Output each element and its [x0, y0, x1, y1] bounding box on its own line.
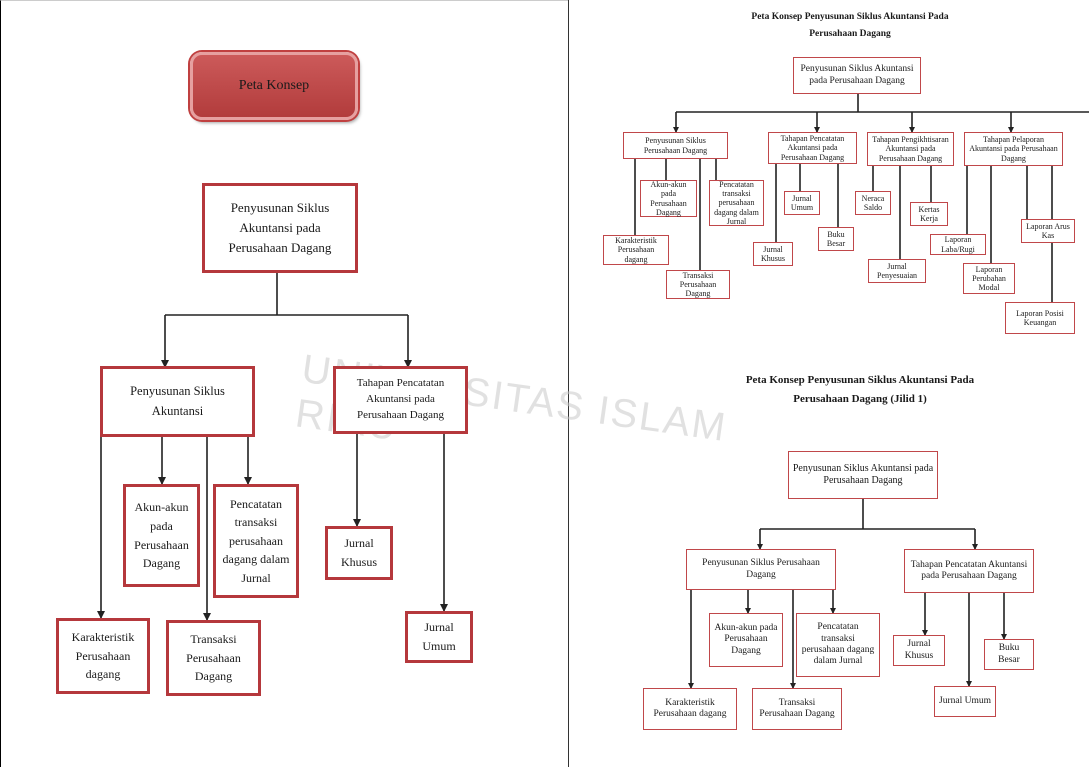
panel-divider: [568, 0, 569, 767]
left-branch-tahapan-box: Tahapan Pencatatan Akuntansi pada Perusa…: [333, 366, 468, 434]
tr-b1-text: Penyusunan Siklus Perusahaan Dagang: [643, 136, 708, 155]
br-akun-text: Akun-akun pada Perusahaan Dagang: [714, 622, 778, 656]
left-karakteristik-text: Karakteristik Perusahaan dagang: [71, 630, 135, 682]
left-transaksi-box: Transaksi Perusahaan Dagang: [166, 620, 261, 696]
tr-buku-besar-box: Buku Besar: [818, 227, 854, 251]
tr-buku-besar-text: Buku Besar: [826, 229, 846, 248]
br-root-box: Penyusunan Siklus Akuntansi pada Perusah…: [788, 451, 938, 499]
left-root-text: Penyusunan Siklus Akuntansi pada Perusah…: [228, 199, 332, 256]
tr-transaksi-box: Transaksi Perusahaan Dagang: [666, 270, 730, 299]
left-karakteristik-box: Karakteristik Perusahaan dagang: [56, 618, 150, 694]
tr-kertas-kerja-text: Kertas Kerja: [918, 204, 940, 223]
br-root-text: Penyusunan Siklus Akuntansi pada Perusah…: [792, 463, 934, 486]
tr-kertas-kerja-box: Kertas Kerja: [910, 202, 948, 226]
br-jurnal-umum-text: Jurnal Umum: [939, 695, 991, 706]
bottom-right-title-line2: Perusahaan Dagang (Jilid 1): [793, 393, 927, 405]
br-b2-text: Tahapan Pencatatan Akuntansi pada Perusa…: [910, 559, 1028, 581]
left-root-box: Penyusunan Siklus Akuntansi pada Perusah…: [202, 183, 358, 273]
tr-jurnal-penyesuaian-box: Jurnal Penyesuaian: [868, 259, 926, 283]
br-karakteristik-text: Karakteristik Perusahaan dagang: [653, 697, 727, 719]
left-jurnal-umum-text: Jurnal Umum: [422, 620, 456, 653]
tr-perubahan-modal-box: Laporan Perubahan Modal: [963, 263, 1015, 294]
left-branch-siklus-box: Penyusunan Siklus Akuntansi: [100, 366, 255, 437]
tr-perubahan-modal-text: Laporan Perubahan Modal: [972, 264, 1006, 293]
tr-neraca-saldo-text: Neraca Saldo: [861, 193, 885, 212]
br-jurnal-khusus-box: Jurnal Khusus: [893, 635, 945, 666]
tr-b3-box: Tahapan Pengikhtisaran Akuntansi pada Pe…: [867, 132, 954, 166]
tr-b4-box: Tahapan Pelaporan Akuntansi pada Perusah…: [964, 132, 1063, 166]
br-buku-besar-text: Buku Besar: [998, 643, 1020, 665]
tr-akun-box: Akun-akun pada Perusahaan Dagang: [640, 180, 697, 217]
br-jurnal-umum-box: Jurnal Umum: [934, 686, 996, 717]
top-right-title-line1: Peta Konsep Penyusunan Siklus Akuntansi …: [751, 12, 949, 22]
tr-karakteristik-box: Karakteristik Perusahaan dagang: [603, 235, 669, 265]
top-right-title-line2: Perusahaan Dagang: [809, 29, 891, 39]
br-b1-box: Penyusunan Siklus Perusahaan Dagang: [686, 549, 836, 590]
tr-jurnal-khusus-text: Jurnal Khusus: [760, 244, 785, 263]
tr-b2-text: Tahapan Pencatatan Akuntansi pada Perusa…: [780, 134, 845, 162]
tr-jurnal-khusus-box: Jurnal Khusus: [753, 242, 793, 266]
tr-posisi-keuangan-text: Laporan Posisi Keuangan: [1016, 308, 1064, 327]
tr-pencatatan-text: Pencatatan transaksi perusahaan dagang d…: [714, 180, 759, 226]
left-title-text: Peta Konsep: [238, 78, 310, 93]
tr-jurnal-penyesuaian-text: Jurnal Penyesuaian: [877, 261, 917, 280]
tr-transaksi-text: Transaksi Perusahaan Dagang: [679, 270, 717, 299]
left-transaksi-text: Transaksi Perusahaan Dagang: [186, 632, 241, 684]
tr-jurnal-umum-box: Jurnal Umum: [784, 191, 820, 215]
left-jurnal-khusus-text: Jurnal Khusus: [340, 536, 377, 569]
tr-arus-kas-text: Laporan Arus Kas: [1026, 221, 1070, 240]
tr-laba-rugi-box: Laporan Laba/Rugi: [930, 234, 986, 255]
left-jurnal-umum-box: Jurnal Umum: [405, 611, 473, 663]
br-b1-text: Penyusunan Siklus Perusahaan Dagang: [702, 558, 820, 580]
br-b2-box: Tahapan Pencatatan Akuntansi pada Perusa…: [904, 549, 1034, 593]
br-buku-besar-box: Buku Besar: [984, 639, 1034, 670]
br-jurnal-khusus-text: Jurnal Khusus: [904, 639, 934, 661]
left-akun-text: Akun-akun pada Perusahaan Dagang: [134, 500, 189, 571]
tr-root-box: Penyusunan Siklus Akuntansi pada Perusah…: [793, 57, 921, 94]
br-karakteristik-box: Karakteristik Perusahaan dagang: [643, 688, 737, 730]
tr-root-text: Penyusunan Siklus Akuntansi pada Perusah…: [800, 64, 914, 86]
left-pencatatan-box: Pencatatan transaksi perusahaan dagang d…: [213, 484, 299, 598]
br-transaksi-text: Transaksi Perusahaan Dagang: [759, 697, 835, 719]
tr-akun-text: Akun-akun pada Perusahaan Dagang: [650, 180, 687, 217]
left-branch-siklus-text: Penyusunan Siklus Akuntansi: [130, 384, 225, 418]
left-branch-tahapan-text: Tahapan Pencatatan Akuntansi pada Perusa…: [356, 377, 445, 421]
bottom-right-title-line1: Peta Konsep Penyusunan Siklus Akuntansi …: [745, 374, 975, 386]
left-akun-box: Akun-akun pada Perusahaan Dagang: [123, 484, 200, 587]
tr-b2-box: Tahapan Pencatatan Akuntansi pada Perusa…: [768, 132, 857, 164]
tr-posisi-keuangan-box: Laporan Posisi Keuangan: [1005, 302, 1075, 334]
tr-b4-text: Tahapan Pelaporan Akuntansi pada Perusah…: [969, 135, 1058, 163]
tr-pencatatan-box: Pencatatan transaksi perusahaan dagang d…: [709, 180, 764, 226]
br-pencatatan-box: Pencatatan transaksi perusahaan dagang d…: [796, 613, 880, 677]
br-transaksi-box: Transaksi Perusahaan Dagang: [752, 688, 842, 730]
br-pencatatan-text: Pencatatan transaksi perusahaan dagang d…: [801, 622, 875, 667]
tr-b3-text: Tahapan Pengikhtisaran Akuntansi pada Pe…: [872, 135, 949, 163]
tr-jurnal-umum-text: Jurnal Umum: [790, 193, 814, 212]
left-title-pill: Peta Konsep: [190, 52, 358, 120]
tr-b1-box: Penyusunan Siklus Perusahaan Dagang: [623, 132, 728, 159]
tr-arus-kas-box: Laporan Arus Kas: [1021, 219, 1075, 243]
tr-neraca-saldo-box: Neraca Saldo: [855, 191, 891, 215]
left-jurnal-khusus-box: Jurnal Khusus: [325, 526, 393, 580]
tr-laba-rugi-text: Laporan Laba/Rugi: [941, 235, 975, 254]
left-pencatatan-text: Pencatatan transaksi perusahaan dagang d…: [222, 496, 290, 585]
tr-karakteristik-text: Karakteristik Perusahaan dagang: [615, 236, 657, 264]
br-akun-box: Akun-akun pada Perusahaan Dagang: [709, 613, 783, 667]
